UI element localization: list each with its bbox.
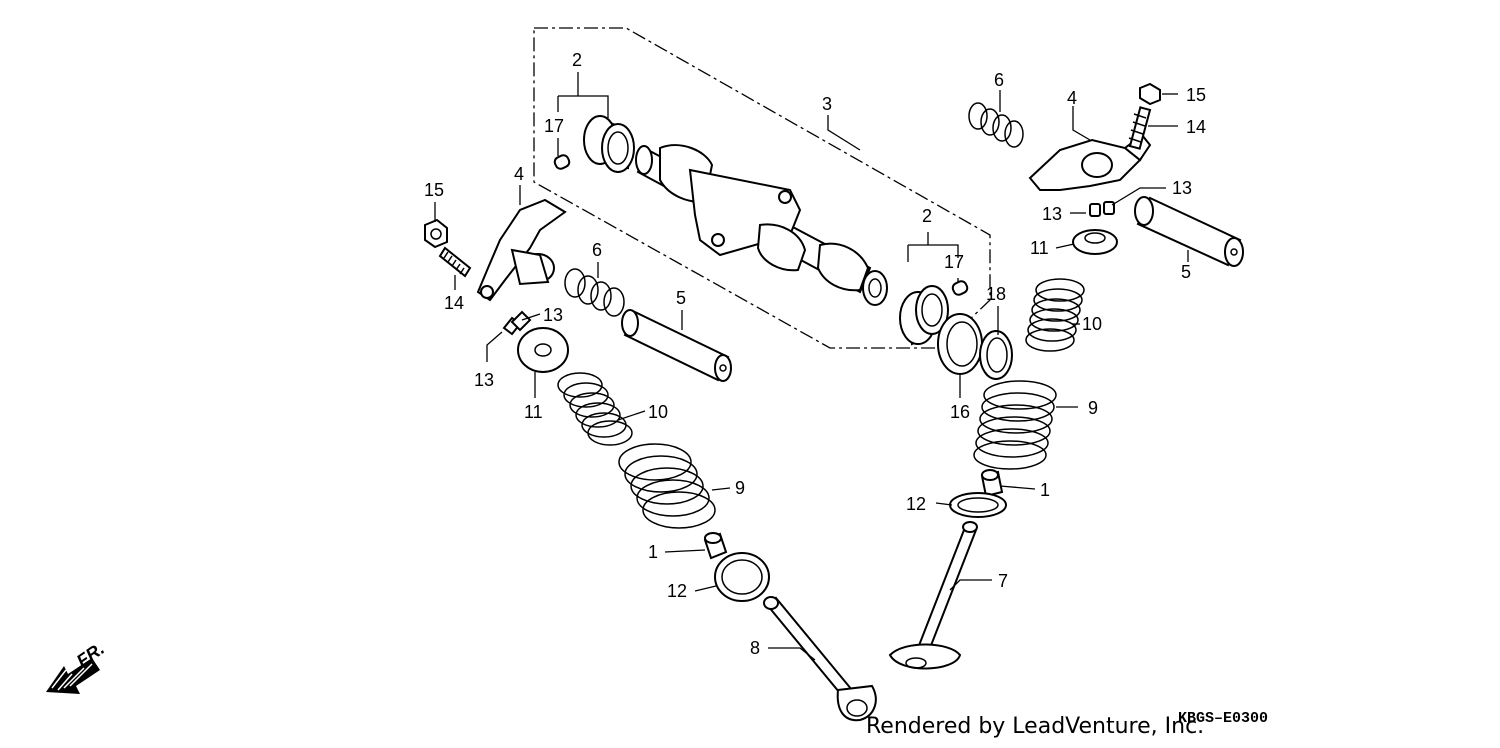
inner-valve-spring-left[interactable]	[557, 372, 633, 446]
leader-lines	[434, 72, 1189, 661]
ref-9-left: 9	[735, 478, 745, 498]
ref-14-right: 14	[1186, 117, 1206, 137]
rocker-arm-right[interactable]	[1028, 133, 1152, 191]
ref-17-left: 17	[544, 116, 564, 136]
ref-11-left: 11	[524, 402, 543, 422]
ref-10-right: 10	[1082, 314, 1102, 334]
ref-15-left: 15	[424, 180, 444, 200]
ref-5-right: 5	[1181, 262, 1191, 282]
diagram-code: KBGS–E0300	[1178, 710, 1269, 727]
dowel-pin-right[interactable]	[951, 280, 969, 297]
front-direction-arrow: FR.	[46, 638, 108, 694]
rocker-spring-left[interactable]	[564, 268, 625, 317]
spring-retainer-right[interactable]	[1072, 229, 1118, 255]
spring-seat-left[interactable]	[714, 552, 770, 602]
rocker-shaft-left[interactable]	[621, 309, 732, 382]
ref-7: 7	[998, 571, 1008, 591]
ref-12-right: 12	[906, 494, 926, 514]
rocker-shaft-right[interactable]	[1134, 196, 1244, 267]
ref-2-left: 2	[572, 50, 582, 70]
stem-seal-left[interactable]	[703, 532, 728, 560]
adjusting-screw-right[interactable]	[1128, 106, 1152, 150]
stem-seal-right[interactable]	[980, 469, 1004, 498]
lock-nut-right[interactable]	[1139, 82, 1161, 106]
ref-11-right: 11	[1030, 238, 1049, 258]
rocker-arm-left[interactable]	[476, 198, 567, 302]
ref-12-left: 12	[667, 581, 687, 601]
ref-14-left: 14	[444, 293, 464, 313]
valve-cotter-right[interactable]	[1089, 201, 1115, 217]
intake-valve[interactable]	[888, 521, 978, 670]
ref-8: 8	[750, 638, 760, 658]
adjusting-screw-left[interactable]	[438, 246, 472, 278]
ref-9-right: 9	[1088, 398, 1098, 418]
lock-nut-left[interactable]	[424, 218, 448, 249]
ref-5-left: 5	[676, 288, 686, 308]
ref-1-left: 1	[648, 542, 658, 562]
ref-4-right: 4	[1067, 88, 1077, 108]
ref-4-left: 4	[514, 164, 524, 184]
ref-13-left-b: 13	[474, 370, 494, 390]
inner-valve-spring-right[interactable]	[1025, 278, 1085, 352]
ref-6-left: 6	[592, 240, 602, 260]
exhaust-valve[interactable]	[763, 596, 877, 722]
snap-ring-18[interactable]	[979, 330, 1013, 380]
valve-cotter-left[interactable]	[502, 310, 532, 336]
ref-16: 16	[950, 402, 970, 422]
ref-2-right: 2	[922, 206, 932, 226]
outer-valve-spring-right[interactable]	[973, 380, 1057, 470]
front-direction-label: FR.	[73, 638, 108, 671]
spring-seat-right[interactable]	[949, 492, 1007, 518]
dowel-pin-left[interactable]	[553, 154, 571, 171]
ref-10-left: 10	[648, 402, 668, 422]
camshaft-bearing-right[interactable]	[899, 285, 949, 346]
render-credit: Rendered by LeadVenture, Inc.	[866, 714, 1205, 739]
ref-13-right-a: 13	[1172, 178, 1192, 198]
ref-3: 3	[822, 94, 832, 114]
ref-6-right: 6	[994, 70, 1004, 90]
ref-17-right: 17	[944, 252, 964, 272]
snap-ring-16[interactable]	[937, 313, 983, 375]
outer-valve-spring-left[interactable]	[618, 443, 716, 529]
ref-15-right: 15	[1186, 85, 1206, 105]
rocker-spring-right[interactable]	[968, 102, 1024, 148]
ref-1-right: 1	[1040, 480, 1050, 500]
reference-numbers: 2 17 3 4 15 6 5 14 13 13 11 10 9 1 12 8 …	[424, 50, 1206, 658]
spring-retainer-left[interactable]	[517, 327, 569, 373]
ref-13-left-a: 13	[543, 305, 563, 325]
ref-18: 18	[986, 284, 1006, 304]
ref-13-right-b: 13	[1042, 204, 1062, 224]
camshaft[interactable]	[635, 144, 888, 306]
camshaft-bearing-left[interactable]	[583, 115, 635, 173]
